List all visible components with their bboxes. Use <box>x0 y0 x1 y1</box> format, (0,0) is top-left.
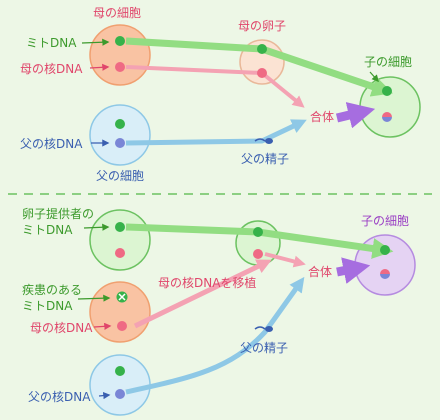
reconstructed-egg-nucleus-dot <box>253 249 263 259</box>
mito-dna-label: ミトDNA <box>26 36 77 50</box>
mother-nuclear-dna-pointer <box>89 63 110 71</box>
child-mito-dot-bottom <box>380 245 390 255</box>
mother-nucleus-dot <box>115 62 125 72</box>
father-mito-dot-bottom <box>115 366 125 376</box>
mother-nucleus-dot-bottom <box>117 321 127 331</box>
egg-nucleus-arrow <box>264 252 306 268</box>
child-cell-label-bottom: 子の細胞 <box>361 214 409 228</box>
fertilization-label: 合体 <box>310 109 334 124</box>
child-nucleus-dot <box>382 112 392 122</box>
donor-egg-cell <box>89 209 151 271</box>
fertilization-arrow <box>335 102 376 129</box>
father-nuclear-dna-label: 父の核DNA <box>20 137 83 151</box>
diseased-mito-dot <box>116 291 128 303</box>
father-mito-dot <box>115 119 125 129</box>
child-mito-dot <box>382 86 392 96</box>
father-cell <box>89 104 151 166</box>
mother-nuclear-dna-label: 母の核DNA <box>20 62 83 76</box>
donor-mito-label-line1: 卵子提供者の <box>22 206 94 221</box>
reconstructed-egg-mito-dot <box>253 227 263 237</box>
mother-diseased-cell <box>89 281 151 343</box>
sperm-icon-bottom <box>254 326 273 332</box>
father-nuclear-dna-pointer-bottom <box>98 391 111 400</box>
diseased-mito-label-line2: ミトDNA <box>22 299 73 313</box>
egg-mito-dot <box>257 44 267 54</box>
fertilization-label-bottom: 合体 <box>308 264 332 279</box>
donor-nucleus-dot <box>115 248 125 258</box>
nucleus-transfer-arrow <box>133 259 272 329</box>
mito-dna-dot <box>115 36 125 46</box>
father-cell-label: 父の細胞 <box>96 169 144 183</box>
donor-mito-pointer <box>83 223 110 231</box>
mother-egg-label: 母の卵子 <box>238 19 286 33</box>
egg-nucleus-dot <box>257 68 267 78</box>
donor-mito-dot <box>115 222 125 232</box>
father-nuclear-dna-arrow-bottom <box>125 276 305 395</box>
child-cell-pointer <box>369 71 379 83</box>
child-cell-label: 子の細胞 <box>364 55 412 69</box>
father-nucleus-dot <box>115 138 125 148</box>
mother-nuclear-dna-label-bottom: 母の核DNA <box>30 321 93 335</box>
child-nucleus-dot-bottom <box>380 269 390 279</box>
mother-cell <box>89 24 151 86</box>
mother-nuclear-dna-pointer-bottom <box>93 322 112 330</box>
father-sperm-label: 父の精子 <box>241 152 289 166</box>
father-nuclear-dna-arrow <box>125 119 307 146</box>
father-cell-bottom <box>89 354 151 416</box>
sperm-icon <box>254 138 273 144</box>
father-sperm-label-bottom: 父の精子 <box>240 341 288 355</box>
mother-cell-label: 母の細胞 <box>93 6 141 20</box>
mito-dna-pointer <box>81 38 110 46</box>
father-nucleus-dot-bottom <box>115 389 125 399</box>
transfer-label: 母の核DNAを移植 <box>158 275 256 290</box>
donor-mito-label-line2: ミトDNA <box>22 223 73 237</box>
diseased-mito-label-line1: 疾患のある <box>22 282 82 297</box>
father-nuclear-dna-label-bottom: 父の核DNA <box>28 390 91 404</box>
diseased-mito-pointer <box>77 294 111 302</box>
fertilization-arrow-bottom <box>336 257 371 284</box>
